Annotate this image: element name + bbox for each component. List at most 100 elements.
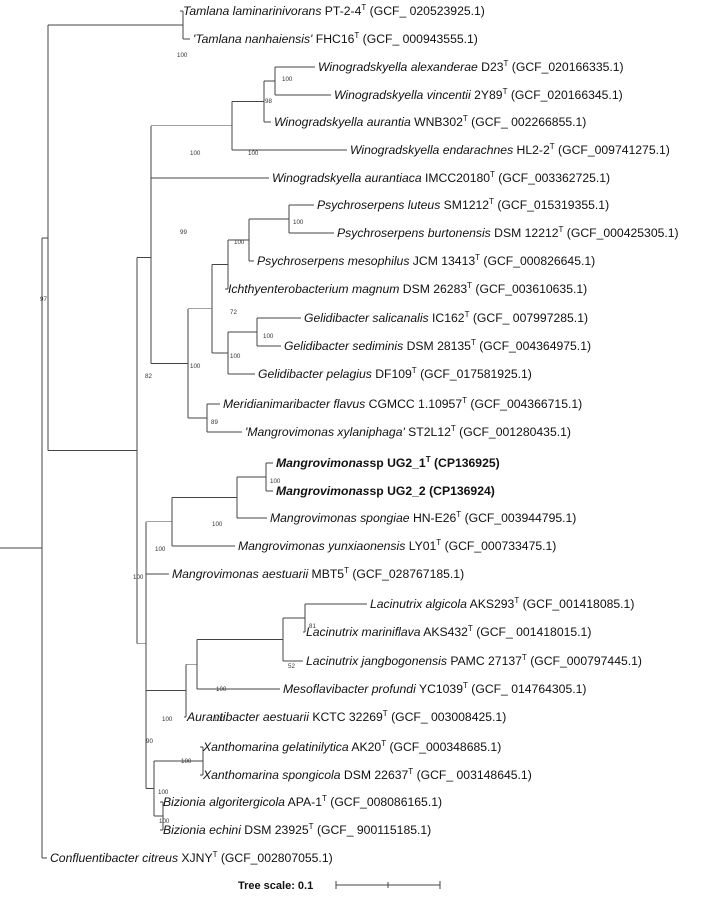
strain-id: sp UG2_2 (369, 484, 425, 498)
taxon-name: Xanthomarina spongicola (202, 768, 341, 782)
taxon-name: Confluentibacter citreus (50, 851, 178, 865)
accession: (GCF_004364975.1) (476, 339, 591, 353)
taxon-name: Xanthomarina gelatinilytica (202, 740, 349, 754)
strain-id: DSM 28135 (403, 339, 471, 353)
bootstrap-value: 100 (248, 150, 259, 157)
accession: (CP136925) (431, 456, 500, 470)
taxon-label: Psychroserpens mesophilus JCM 13413T (GC… (257, 253, 595, 268)
taxon-name: Winogradskyella vincentii (334, 88, 471, 102)
type-strain-mark: T (463, 114, 468, 123)
strain-id: 2Y89 (471, 88, 503, 102)
strain-id: JCM 13413 (409, 254, 475, 268)
bootstrap-value: 100 (190, 363, 201, 370)
taxon-label: Lacinutrix jangbogonensis PAMC 27137T (G… (306, 653, 642, 668)
accession: (GCF_017581925.1) (417, 367, 532, 381)
type-strain-mark: T (462, 396, 467, 405)
strain-id: IC162 (429, 311, 465, 325)
bootstrap-value: 100 (162, 716, 173, 723)
bootstrap-labels: 1001009810010010010072100100998997821001… (40, 52, 316, 825)
type-strain-mark: T (344, 566, 349, 575)
taxon-name: Aurantibacter aestuarii (186, 710, 309, 724)
taxon-label: Tamlana laminarinivorans PT-2-4T (GCF_ 0… (183, 3, 485, 18)
bootstrap-value: 100 (155, 546, 166, 553)
tree-scale-label: Tree scale: 0.1 (238, 880, 313, 892)
type-strain-mark: T (503, 87, 508, 96)
type-strain-mark: T (463, 681, 468, 690)
taxon-name: Mangrovimonas yunxiaonensis (238, 539, 405, 553)
bootstrap-value: 100 (230, 353, 241, 360)
bootstrap-value: 89 (211, 419, 218, 426)
type-strain-mark: T (522, 653, 527, 662)
taxon-label: Gelidibacter salicanalis IC162T (GCF_ 00… (304, 310, 588, 325)
bootstrap-value: 100 (212, 521, 223, 528)
taxon-label: Lacinutrix algicola AKS293T (GCF_0014180… (370, 596, 634, 611)
strain-id: HN-E26 (410, 511, 457, 525)
bootstrap-value: 100 (263, 333, 274, 340)
bootstrap-value: 81 (309, 623, 316, 630)
accession: (GCF_020166345.1) (507, 88, 622, 102)
accession: (GCF_ 007997285.1) (469, 311, 588, 325)
taxon-name: Psychroserpens mesophilus (257, 254, 409, 268)
taxon-name: Gelidibacter sediminis (284, 339, 403, 353)
bootstrap-value: 82 (145, 373, 152, 380)
strain-id: AK20 (349, 740, 382, 754)
accession: (GCF_000425305.1) (563, 226, 678, 240)
accession: (GCF_003362725.1) (495, 171, 610, 185)
taxon-name: 'Mangrovimonas xylaniphaga' (245, 425, 405, 439)
accession: (GCF_009741275.1) (555, 143, 670, 157)
accession: (GCF_ 020523925.1) (366, 4, 485, 18)
accession: (GCF_000348685.1) (386, 740, 501, 754)
strain-id: AKS432 (420, 625, 468, 639)
taxon-name: Mangrovimonas (276, 484, 370, 498)
taxon-label: Mesoflavibacter profundi YC1039T (GCF_ 0… (283, 681, 586, 696)
taxon-name: Mangrovimonas (276, 456, 370, 470)
bootstrap-value: 100 (270, 478, 281, 485)
type-strain-mark: T (468, 624, 473, 633)
accession: (GCF_ 000943555.1) (359, 32, 478, 46)
taxon-name: Gelidibacter salicanalis (304, 311, 429, 325)
accession: (GCF_ 003148645.1) (413, 768, 532, 782)
taxon-labels: Tamlana laminarinivorans PT-2-4T (GCF_ 0… (50, 3, 679, 865)
bootstrap-value: 97 (40, 296, 47, 303)
type-strain-mark: T (309, 822, 314, 831)
strain-id: SM1212 (440, 198, 489, 212)
strain-id: DSM 26283 (399, 282, 467, 296)
accession: (GCF_002807055.1) (217, 851, 332, 865)
accession: (GCF_003944795.1) (461, 511, 576, 525)
strain-id: MBT5 (308, 567, 344, 581)
taxon-name: Tamlana laminarinivorans (183, 4, 321, 18)
strain-id: DF109 (372, 367, 412, 381)
accession: (CP136924) (426, 484, 495, 498)
bootstrap-value: 100 (190, 150, 201, 157)
bootstrap-value: 100 (159, 818, 170, 825)
type-strain-mark: T (361, 3, 366, 12)
taxon-name: Bizionia echini (163, 823, 241, 837)
type-strain-mark: T (408, 767, 413, 776)
bootstrap-value: 100 (158, 789, 169, 796)
type-strain-mark: T (381, 739, 386, 748)
taxon-name: Psychroserpens luteus (317, 198, 440, 212)
taxon-name: Ichthyenterobacterium magnum (228, 282, 399, 296)
taxon-name: Bizionia algoritergicola (163, 795, 285, 809)
taxon-label: Winogradskyella aurantiaca IMCC20180T (G… (272, 170, 610, 185)
type-strain-mark: T (322, 794, 327, 803)
accession: (GCF_000797445.1) (527, 654, 642, 668)
accession: (GCF_015319355.1) (494, 198, 609, 212)
strain-id: APA-1 (285, 795, 322, 809)
taxon-label: Winogradskyella endarachnes HL2-2T (GCF_… (350, 142, 670, 157)
taxon-label: Mangrovimonas aestuarii MBT5T (GCF_02876… (172, 566, 464, 581)
type-strain-mark: T (465, 310, 470, 319)
strain-id: KCTC 32269 (309, 710, 383, 724)
type-strain-mark: T (467, 281, 472, 290)
accession: (GCF_ 001418015.1) (473, 625, 592, 639)
tree-scale-bar: Tree scale: 0.1 (238, 880, 441, 892)
strain-id: FHC16 (312, 32, 354, 46)
taxon-name: Psychroserpens burtonensis (337, 226, 491, 240)
taxon-label: Mangrovimonassp UG2_1T (CP136925) (276, 455, 500, 470)
type-strain-mark: T (456, 510, 461, 519)
taxon-label: 'Tamlana nanhaiensis' FHC16T (GCF_ 00094… (193, 31, 478, 46)
type-strain-mark: T (504, 59, 509, 68)
taxon-label: Lacinutrix mariniflava AKS432T (GCF_ 001… (306, 624, 591, 639)
taxon-name: Gelidibacter pelagius (258, 367, 372, 381)
type-strain-mark: T (213, 850, 218, 859)
